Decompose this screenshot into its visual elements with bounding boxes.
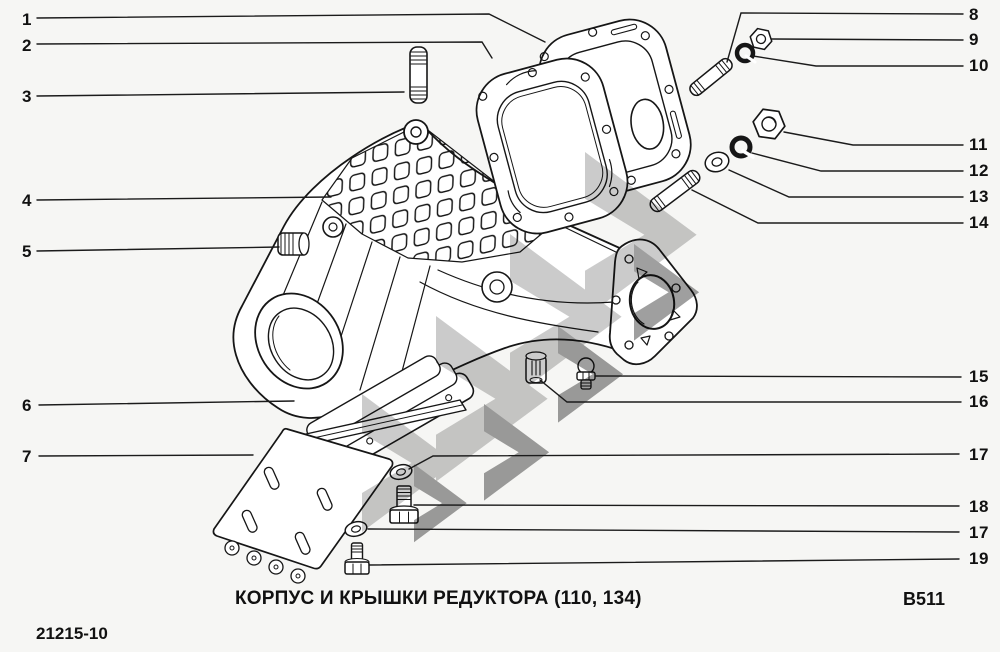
leader-line-10 [752,55,964,67]
housing-left-lug [322,216,344,238]
leader-line-9 [771,38,964,41]
washer-17b-drawing [344,520,368,538]
leader-line-6 [38,400,295,406]
bolt-19-drawing [344,542,370,575]
callout-8: 8 [969,5,979,24]
stone-guard-drawing [212,427,394,584]
leader-line-12 [751,152,964,172]
callout-12: 12 [969,161,989,180]
callout-13: 13 [969,187,989,206]
housing-top-lug [403,119,429,145]
callout-3: 3 [22,87,32,106]
stud-8-drawing [689,57,733,97]
sheet-code: B511 [903,589,946,609]
stud-3-drawing [409,46,428,104]
callout-2: 2 [22,36,32,55]
callout-14: 14 [969,213,989,232]
callout-5: 5 [22,242,32,261]
model-code: 21215-10 [36,624,108,643]
leader-line-4 [36,196,332,201]
leader-line-17b [367,528,960,533]
leader-line-7 [38,454,254,457]
lock-washer-10-drawing [734,42,757,64]
callout-16: 16 [969,392,989,411]
leader-line-3 [36,91,405,97]
callout-10: 10 [969,56,989,75]
leader-line-19 [368,558,960,566]
figure-caption: КОРПУС И КРЫШКИ РЕДУКТОРА (110, 134) [235,588,642,609]
washer-13-drawing [704,151,730,173]
housing-boss [481,271,513,303]
nut-9-drawing [749,27,773,51]
callout-1: 1 [22,10,32,29]
leader-line-14 [691,189,964,224]
leader-lines [36,12,964,566]
callout-11: 11 [969,135,988,154]
leader-line-1 [36,13,546,43]
leader-line-13 [728,169,964,198]
spring-washer-12-drawing [729,135,755,159]
callout-7: 7 [22,447,32,466]
leader-line-2 [36,41,493,59]
leader-line-8 [726,12,964,63]
callout-15: 15 [969,367,989,386]
callout-6: 6 [22,396,32,415]
leader-line-17a [408,453,960,470]
callout-17a: 17 [969,445,989,464]
callout-18: 18 [969,497,989,516]
callout-17b: 17 [969,523,989,542]
leader-line-16 [539,379,962,403]
leader-line-11 [783,131,964,146]
callout-19: 19 [969,549,989,568]
housing-drawing [232,119,625,419]
leader-line-5 [36,246,280,252]
nut-11-drawing [752,108,786,140]
leader-line-15 [595,375,962,378]
callout-9: 9 [969,30,979,49]
callout-4: 4 [22,191,32,210]
plug-5-drawing [277,232,310,256]
leader-line-18 [413,504,960,507]
